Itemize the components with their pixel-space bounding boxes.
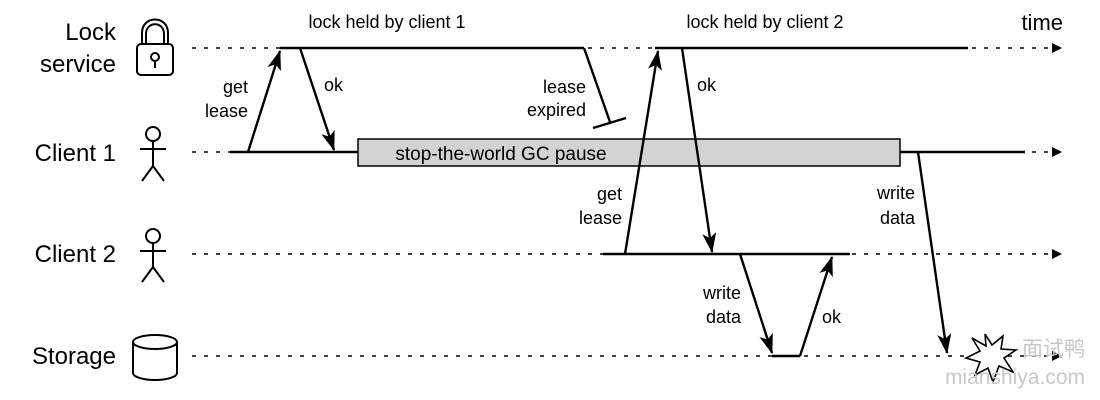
lease-expired-label-line1: lease [543,77,586,97]
explosion-icon [963,333,1019,385]
watermark: 面试鸭 mianshiya.com [945,338,1085,389]
timeline-arrowhead [1052,351,1062,361]
client2-label: Client 2 [35,241,116,268]
client1-write-data-label-line1: write [876,183,915,203]
lock-service-label-line2: service [40,51,116,78]
timeline-arrowhead [1052,43,1062,53]
storage-ok-label: ok [822,307,842,327]
storage-ok-arrow [798,256,834,357]
database-icon [132,334,178,381]
client2-get-lease-label-line1: get [597,184,622,204]
client1-label: Client 1 [35,140,116,167]
gc-pause-box [357,138,901,167]
timeline-arrowhead [1052,147,1062,157]
client2-get-lease-arrow [623,50,662,255]
padlock-icon [136,18,174,76]
lease-expired-label-line2: expired [527,100,586,120]
client1-get-lease-label-line2: lease [205,101,248,121]
watermark-line1: 面试鸭 [1022,338,1085,361]
lock-service-label-line1: Lock [65,19,117,46]
watermark-line2: mianshiya.com [945,366,1085,389]
client1-write-data-label-line2: data [880,208,916,228]
client1-ok-arrow [298,47,336,151]
client1-ok-label: ok [324,75,344,95]
lease-expiry-cross [592,116,627,130]
client2-write-data-label-line2: data [706,307,742,327]
lock-held-client1-label: lock held by client 1 [308,12,465,32]
timeline-arrowhead [1052,249,1062,259]
person-icon [140,228,166,283]
client2-write-data-arrow [738,253,774,354]
time-axis-label: time [1021,10,1063,35]
client1-get-lease-label-line1: get [223,77,248,97]
client2-ok-label: ok [697,75,717,95]
lease-expiry-line [582,47,612,123]
client1-write-data-arrow [916,151,952,354]
client2-ok-arrow [680,47,717,253]
lock-held-client2-label: lock held by client 2 [686,12,843,32]
storage-label: Storage [32,343,116,370]
client1-get-lease-arrow [246,50,282,153]
person-icon [140,126,166,182]
client2-write-data-label-line1: write [702,283,741,303]
gc-pause-label: stop-the-world GC pause [395,144,606,165]
client2-get-lease-label-line2: lease [579,208,622,228]
